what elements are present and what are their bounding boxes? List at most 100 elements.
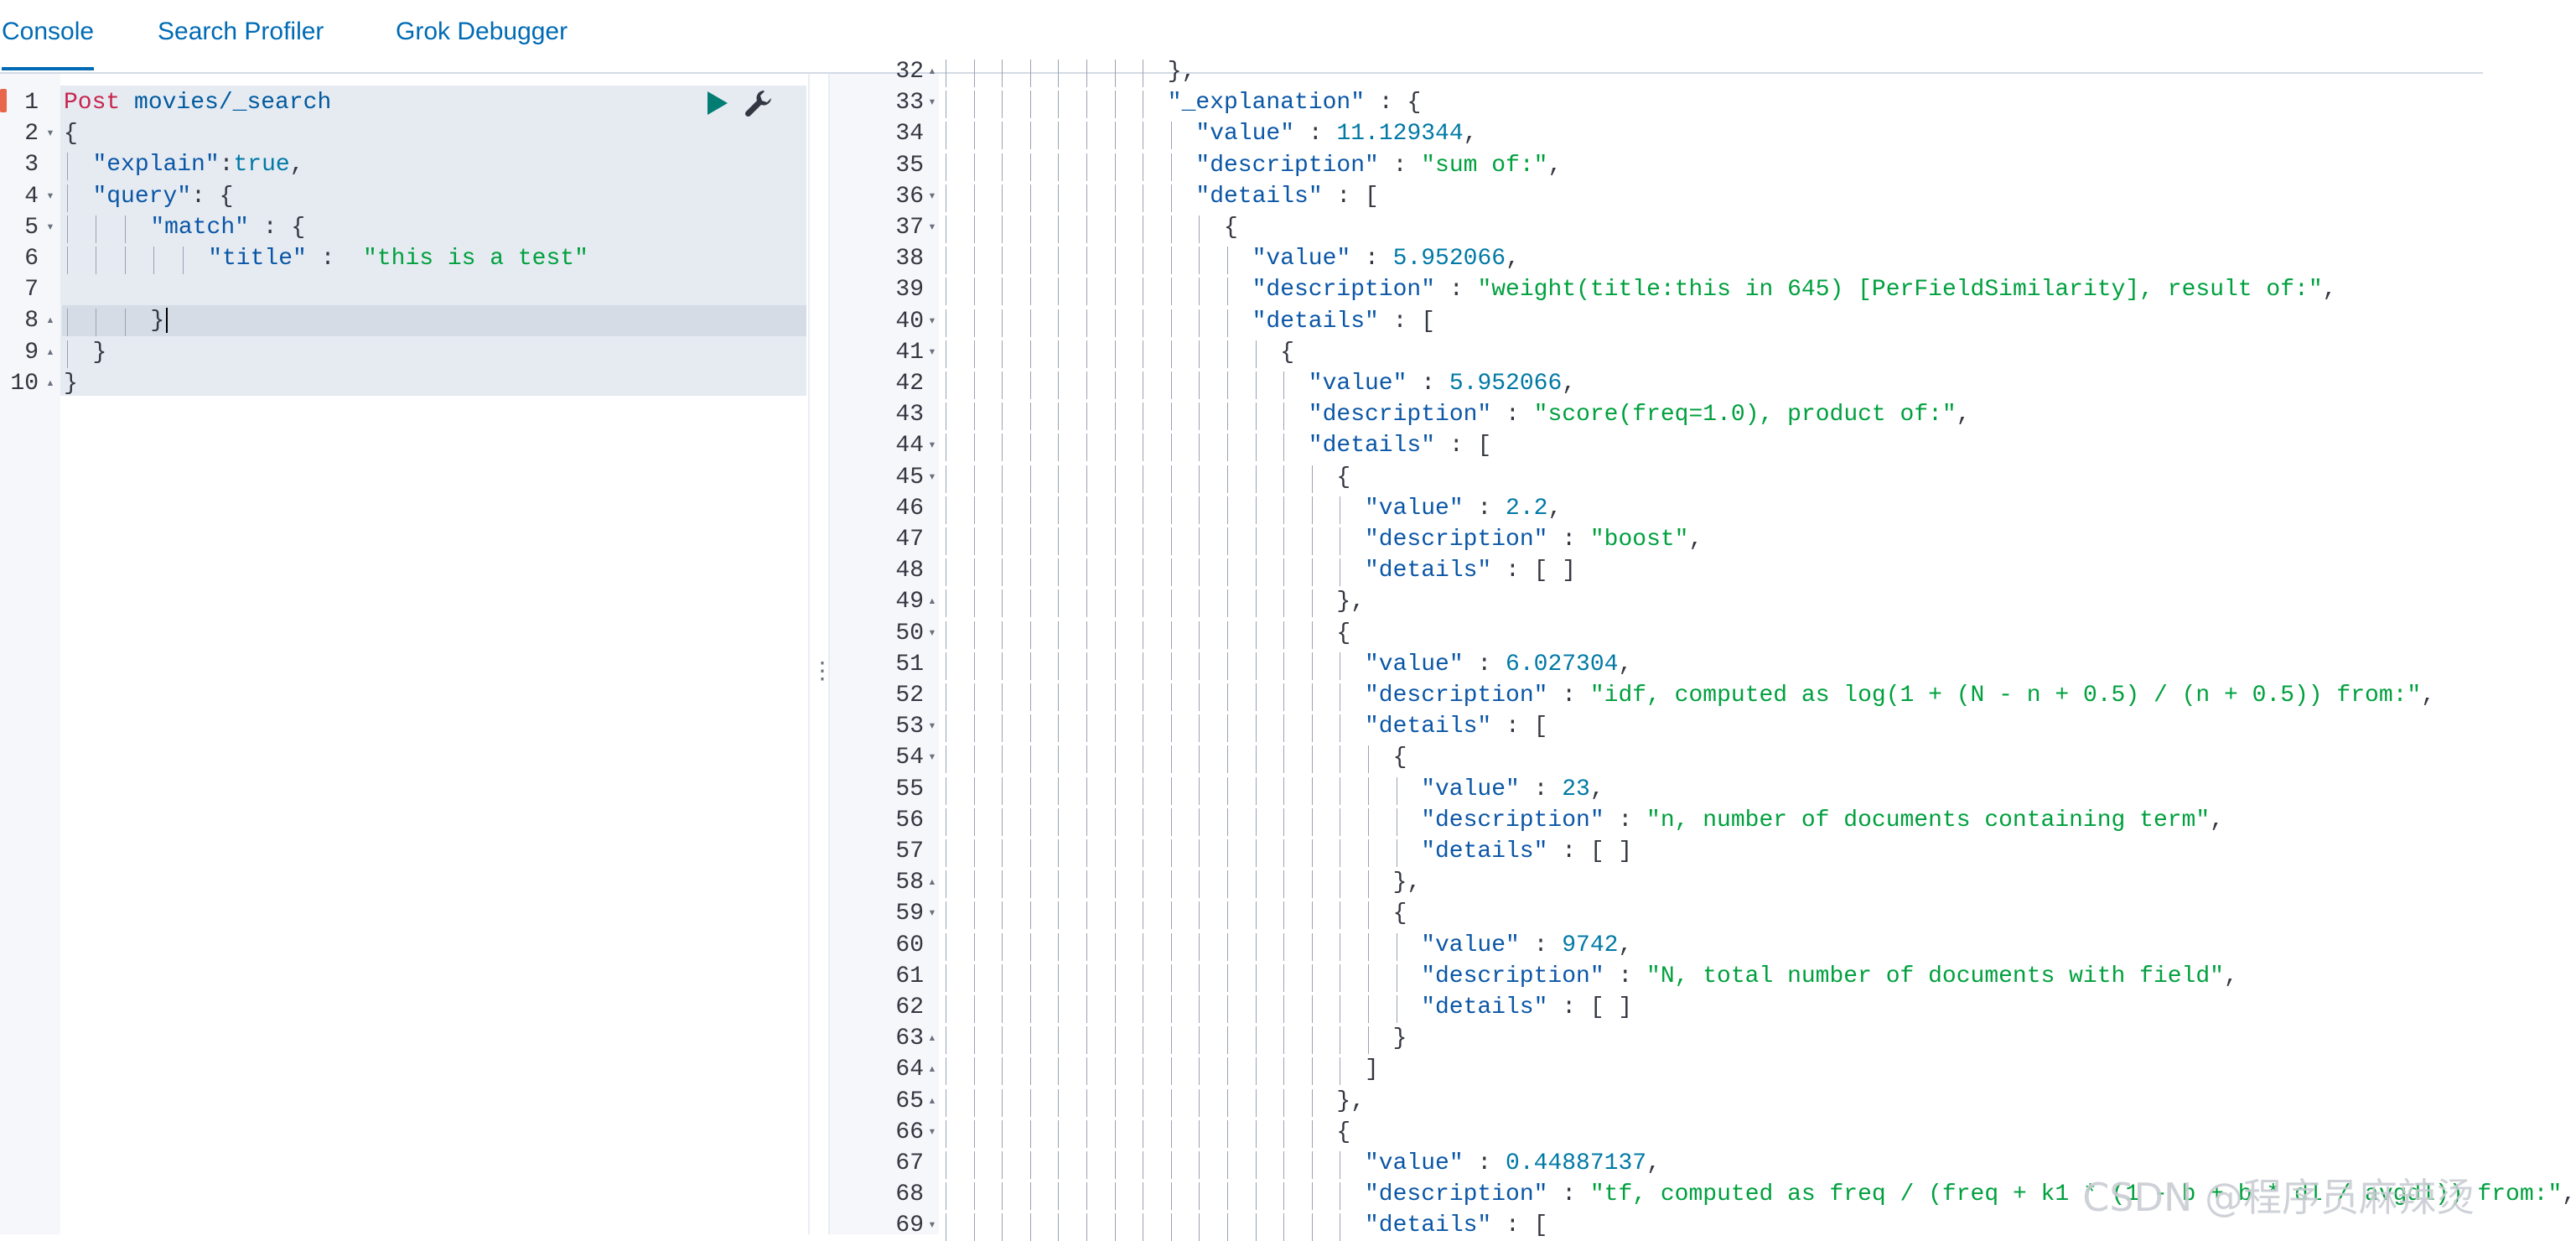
fold-up-icon[interactable]: ▴ (928, 1062, 936, 1077)
indent-guide (1227, 1182, 1228, 1211)
line-number: 56 (895, 807, 924, 833)
indent-guide (1255, 558, 1257, 587)
code-text: "_explanation" : { (1168, 87, 1421, 118)
indent-guide (1029, 184, 1031, 212)
indent-guide (1170, 1119, 1172, 1148)
indent-guide (1058, 683, 1060, 711)
line-number: 66 (895, 1119, 924, 1145)
indent-guide (1311, 1213, 1313, 1241)
tab-console[interactable]: Console (2, 15, 95, 70)
fold-down-icon[interactable]: ▾ (928, 906, 936, 922)
indent-guide (973, 1119, 975, 1148)
indent-guide (1170, 278, 1172, 306)
indent-guide (1255, 652, 1257, 680)
fold-up-icon[interactable]: ▴ (46, 344, 54, 360)
fold-down-icon[interactable]: ▾ (928, 750, 936, 766)
fold-down-icon[interactable]: ▾ (928, 1124, 936, 1140)
fold-down-icon[interactable]: ▾ (928, 95, 936, 111)
indent-guide (1029, 1119, 1031, 1148)
fold-down-icon[interactable]: ▾ (928, 719, 936, 735)
fold-down-icon[interactable]: ▾ (46, 126, 54, 142)
indent-guide (1002, 870, 1003, 899)
response-viewer[interactable]: 32▴},33▾"_explanation" : {34"value" : 11… (830, 59, 2576, 1241)
token-punc: { (1336, 1119, 1351, 1145)
indent-guide (1114, 1213, 1116, 1241)
code-text: "details" : [ (1365, 1210, 1547, 1241)
indent-guide (1058, 901, 1060, 930)
indent-guide (1086, 589, 1087, 618)
indent-guide (973, 995, 975, 1023)
indent-guide (1002, 247, 1003, 275)
indent-guide (1002, 1119, 1003, 1148)
indent-guide (1368, 745, 1369, 774)
request-settings-button[interactable] (743, 87, 775, 119)
indent-guide (1029, 465, 1031, 493)
indent-guide (973, 122, 975, 150)
run-request-button[interactable] (702, 89, 731, 117)
fold-down-icon[interactable]: ▾ (928, 469, 936, 485)
indent-guide (1029, 434, 1031, 462)
indent-guide (1029, 807, 1031, 836)
code-text: { (1393, 898, 1407, 929)
indent-guide (1227, 340, 1228, 368)
indent-guide (1170, 870, 1172, 899)
indent-guide (1283, 1057, 1285, 1086)
indent-guide (1170, 402, 1172, 431)
fold-down-icon[interactable]: ▾ (46, 219, 54, 235)
indent-guide (973, 60, 975, 87)
indent-guide (1058, 278, 1060, 306)
fold-down-icon[interactable]: ▾ (928, 313, 936, 329)
indent-guide (1227, 870, 1228, 899)
line-number: 4 (24, 183, 39, 210)
indent-guide (1002, 1213, 1003, 1241)
code-text: "details" : [ (1365, 711, 1547, 742)
fold-up-icon[interactable]: ▴ (928, 594, 936, 610)
fold-up-icon[interactable]: ▴ (928, 875, 936, 891)
line-number: 54 (895, 745, 924, 771)
indent-guide (1199, 278, 1200, 306)
indent-guide (1002, 1057, 1003, 1086)
fold-down-icon[interactable]: ▾ (928, 1218, 936, 1233)
fold-down-icon[interactable]: ▾ (928, 220, 936, 235)
fold-down-icon[interactable]: ▾ (928, 625, 936, 641)
token-key: "value" (1365, 495, 1464, 522)
indent-guide (1058, 91, 1060, 119)
line-number: 32 (895, 59, 924, 85)
fold-down-icon[interactable]: ▾ (928, 438, 936, 454)
token-punc: : (1547, 1181, 1590, 1208)
token-key: "explain" (92, 152, 220, 179)
fold-up-icon[interactable]: ▴ (46, 375, 54, 391)
indent-guide (1255, 1088, 1257, 1117)
code-line: 54▾{ (830, 742, 2483, 774)
line-number: 36 (895, 183, 924, 210)
indent-guide (1170, 527, 1172, 555)
indent-guide (1058, 1026, 1060, 1055)
indent-guide (973, 153, 975, 181)
indent-guide (1114, 278, 1116, 306)
fold-up-icon[interactable]: ▴ (928, 64, 936, 79)
indent-guide (1283, 1213, 1285, 1241)
indent-guide (1227, 1119, 1228, 1148)
indent-guide (1114, 807, 1116, 836)
code-line: 35"description" : "sum of:", (830, 150, 2483, 181)
tab-search-profiler[interactable]: Search Profiler (158, 18, 324, 45)
fold-up-icon[interactable]: ▴ (46, 313, 54, 329)
fold-down-icon[interactable]: ▾ (928, 344, 936, 360)
line-number: 44 (895, 433, 924, 460)
fold-down-icon[interactable]: ▾ (46, 188, 54, 204)
token-punc: { (1224, 215, 1238, 241)
code-text: "description" : "score(freq=1.0), produc… (1309, 399, 1971, 430)
fold-up-icon[interactable]: ▴ (928, 1093, 936, 1109)
code-text: "query": { (92, 181, 233, 212)
fold-down-icon[interactable]: ▾ (928, 188, 936, 204)
token-key: "description" (1252, 277, 1436, 304)
token-key: "value" (1365, 651, 1464, 678)
indent-guide (1199, 309, 1200, 337)
code-text: } (92, 337, 106, 368)
line-number: 9 (24, 339, 39, 366)
tab-grok-debugger[interactable]: Grok Debugger (396, 18, 568, 45)
drag-handle-icon[interactable]: ⋮ (811, 657, 834, 683)
indent-guide (1029, 122, 1031, 150)
fold-up-icon[interactable]: ▴ (928, 1031, 936, 1046)
